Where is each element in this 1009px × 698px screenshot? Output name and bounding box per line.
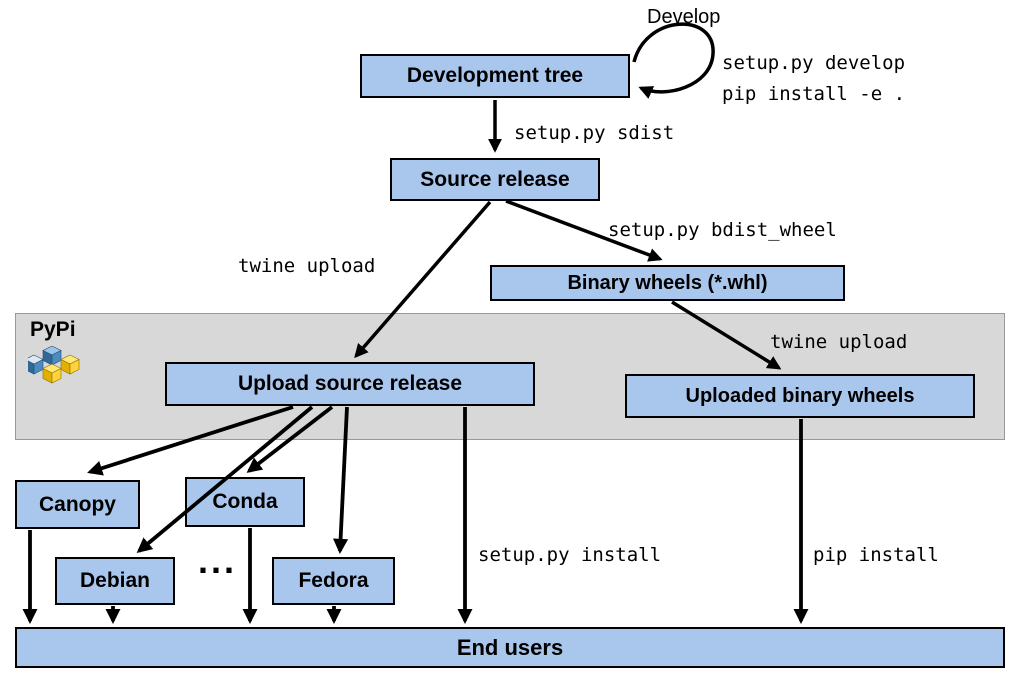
pypi-logo-icon [28, 346, 80, 384]
label-twine-upload-wheels: twine upload [770, 331, 908, 353]
label-pip-install: pip install [813, 544, 939, 566]
node-canopy: Canopy [15, 480, 140, 529]
label-develop: Develop [647, 6, 721, 28]
label-sdist: setup.py sdist [514, 122, 675, 144]
label-setup-develop: setup.py develop [722, 52, 906, 74]
node-uploaded-binary-wheels: Uploaded binary wheels [625, 374, 975, 418]
node-fedora: Fedora [272, 557, 395, 605]
node-upload-source-release: Upload source release [165, 362, 535, 406]
pypi-label: PyPi [30, 318, 76, 341]
node-source-release: Source release [390, 158, 600, 201]
label-pip-install-e: pip install -e . [722, 83, 906, 105]
label-setup-install: setup.py install [478, 544, 662, 566]
node-development-tree: Development tree [360, 54, 630, 98]
node-end-users: End users [15, 627, 1005, 668]
label-twine-upload-source: twine upload [238, 255, 376, 277]
node-binary-wheels: Binary wheels (*.whl) [490, 265, 845, 301]
node-conda: Conda [185, 477, 305, 527]
node-debian: Debian [55, 557, 175, 605]
ellipsis-more-distros: ... [198, 540, 238, 581]
label-bdist-wheel: setup.py bdist_wheel [608, 219, 837, 241]
edge-develop-loop [632, 22, 715, 99]
